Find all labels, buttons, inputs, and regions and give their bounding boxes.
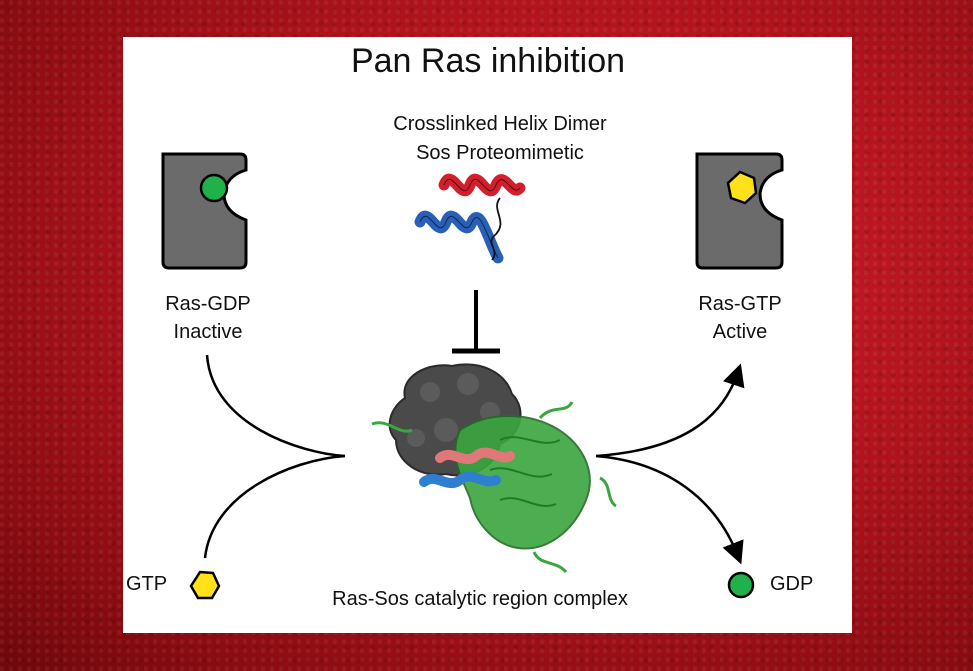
ras-sos-complex-icon [371,363,617,574]
ras-gdp-input-curve [205,354,346,458]
free-gtp-icon [189,570,221,600]
salmon-helix [435,447,515,465]
ras-gtp-label: Ras-GTP [698,293,782,315]
gtp-label: GTP [126,573,168,595]
ras-gtp-output-arrow [595,363,745,458]
ras-gtp-icon [695,152,784,270]
inhibitor-label-line2: Sos Proteomimetic [416,142,584,164]
complex-label: Ras-Sos catalytic region complex [332,588,628,610]
free-gdp-icon [727,571,755,599]
ras-gdp-icon [161,152,248,270]
inhibitor-label-line1: Crosslinked Helix Dimer [393,113,607,135]
ras-gtp-state-label: Active [712,321,768,343]
ras-gdp-body [161,152,248,270]
ras-gdp-label: Ras-GDP [165,293,251,315]
gdp-label: GDP [770,573,814,595]
gtp-input-curve [203,454,346,559]
diagram-title: Pan Ras inhibition [350,42,626,80]
gdp-output-arrow [595,454,744,565]
ras-gtp-body [695,152,784,270]
reaction-arrows [203,354,745,565]
ras-gdp-state-label: Inactive [173,321,243,343]
inhibition-symbol [452,290,500,354]
diagram-panel [123,37,852,633]
gdp-nucleotide-icon [199,173,229,203]
helix-dimer-icon [414,173,526,264]
blue-helix [419,471,501,489]
gtp-nucleotide-icon [726,170,758,205]
